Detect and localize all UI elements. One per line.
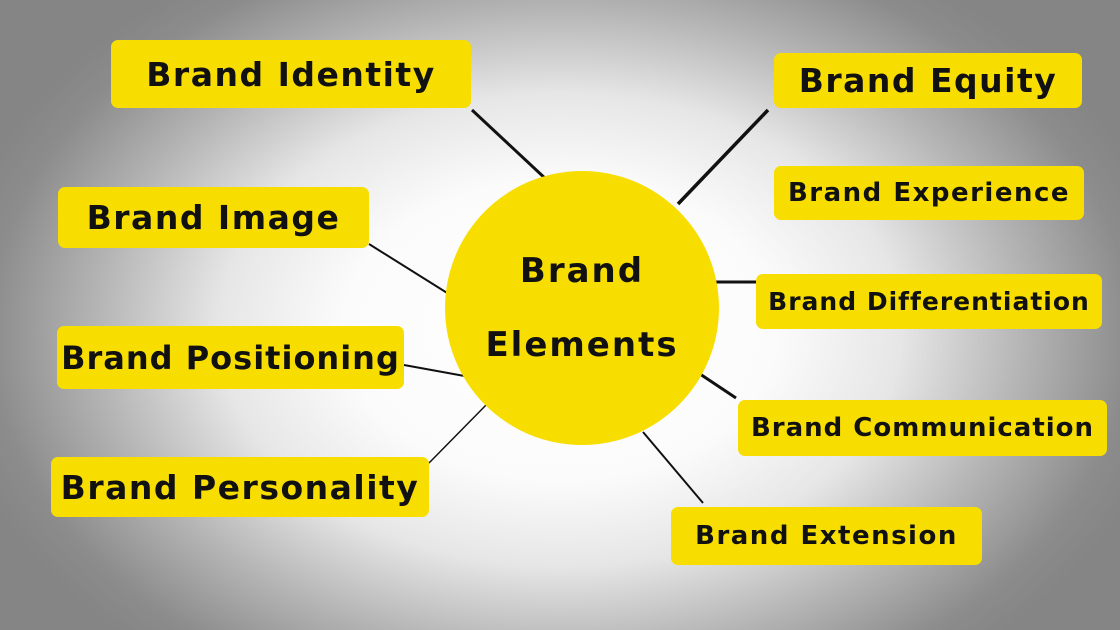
node-label: Brand Communication [750, 413, 1095, 443]
node-brand-communication: Brand Communication [738, 400, 1107, 456]
connector-positioning [403, 364, 471, 378]
connector-equity [676, 108, 770, 206]
connector-extension [642, 431, 704, 504]
node-brand-positioning: Brand Positioning [57, 326, 404, 389]
central-node-brand-elements: Brand Elements [445, 171, 719, 445]
node-brand-image: Brand Image [58, 187, 369, 248]
node-label: Brand Positioning [61, 338, 400, 377]
node-brand-experience: Brand Experience [774, 166, 1084, 220]
connector-image [368, 243, 453, 297]
connector-identity [470, 108, 550, 183]
connector-communication [699, 372, 737, 400]
connector-personality [428, 400, 491, 464]
node-label: Brand Differentiation [768, 287, 1090, 316]
node-label: Brand Identity [146, 54, 436, 94]
central-node-line2: Elements [485, 325, 679, 365]
node-label: Brand Equity [798, 61, 1058, 100]
node-brand-personality: Brand Personality [51, 457, 429, 517]
node-brand-equity: Brand Equity [774, 53, 1082, 108]
node-label: Brand Extension [695, 521, 958, 551]
central-node-line1: Brand [519, 251, 645, 291]
node-label: Brand Image [86, 198, 341, 237]
node-label: Brand Experience [787, 178, 1071, 208]
node-label: Brand Personality [60, 467, 420, 507]
node-brand-identity: Brand Identity [111, 40, 471, 108]
node-brand-differentiation: Brand Differentiation [756, 274, 1102, 329]
node-brand-extension: Brand Extension [671, 507, 982, 565]
